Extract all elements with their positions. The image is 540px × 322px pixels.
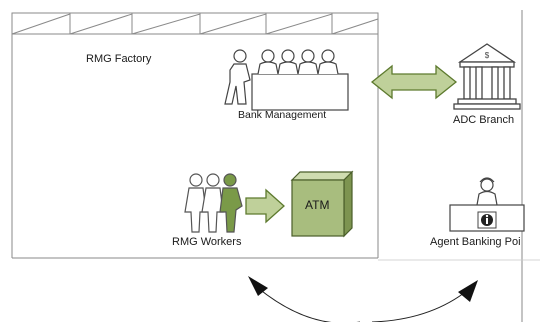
double-arrow-icon [370, 64, 458, 100]
bank-management-label: Bank Management [238, 109, 327, 121]
info-icon [477, 211, 497, 229]
dollar-sign-icon: $ [485, 51, 490, 60]
adc-branch-label: ADC Branch [453, 114, 515, 126]
factory-label: RMG Factory [86, 53, 152, 65]
rmg-workers-label: RMG Workers [172, 236, 242, 248]
bank-building-icon [453, 43, 521, 110]
curve-left-line [257, 287, 360, 322]
workers-group-icon [184, 173, 243, 233]
factory-frame [11, 12, 379, 259]
arrowhead-right-icon [458, 280, 478, 302]
agent-banking-label: Agent Banking Poi [430, 236, 521, 248]
atm-label: ATM [305, 198, 330, 212]
atm-box-icon [290, 170, 354, 238]
arrowhead-left-icon [248, 276, 268, 296]
bank-management-group-icon [224, 49, 349, 111]
arrow-to-atm-icon [245, 188, 285, 224]
curve-right-line [371, 289, 469, 322]
